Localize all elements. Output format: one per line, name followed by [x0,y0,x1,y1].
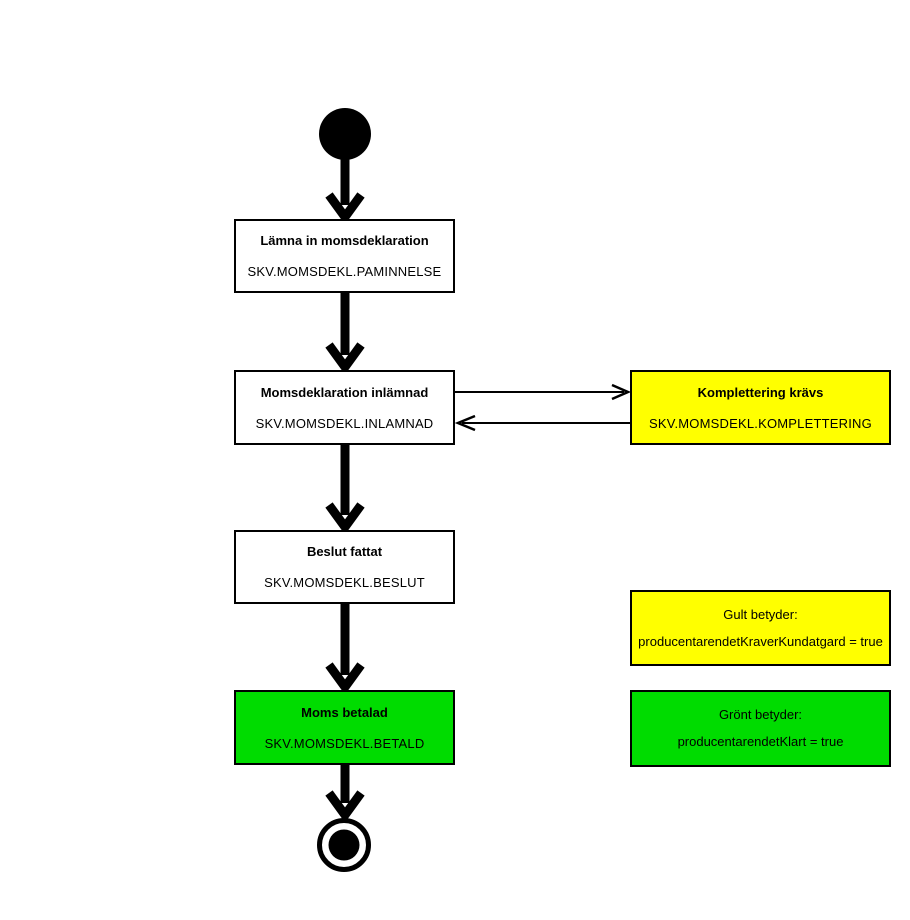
arrow-down-lamna-to-inlamnad [325,293,365,375]
legend-text: producentarendetKlart = true [677,734,844,749]
legend-heading: Gult betyder: [723,606,798,622]
legend-yellow: Gult betyder: producentarendetKraverKund… [630,590,891,666]
arrow-right-inlamnad-to-komplettering [455,383,632,401]
final-state-icon [317,818,371,872]
state-code: SKV.MOMSDEKL.PAMINNELSE [247,264,442,279]
arrow-down-betalad-to-final [325,765,365,823]
arrow-down-inlamnad-to-beslut [325,445,365,535]
state-code: SKV.MOMSDEKL.BESLUT [264,575,425,590]
state-title: Komplettering krävs [697,384,824,400]
state-node-moms-betalad: Moms betalad SKV.MOMSDEKL.BETALD [234,690,455,765]
state-code: SKV.MOMSDEKL.INLAMNAD [255,415,434,431]
legend-heading: Grönt betyder: [718,707,803,722]
state-node-lamna-in-momsdeklaration: Lämna in momsdeklaration SKV.MOMSDEKL.PA… [234,219,455,293]
arrow-down-beslut-to-betalad [325,604,365,695]
state-title: Lämna in momsdeklaration [260,233,429,248]
arrow-down-initial-to-lamna [325,158,365,225]
arrow-left-komplettering-to-inlamnad [454,414,630,432]
initial-state-icon [319,108,371,160]
state-title: Moms betalad [301,704,388,720]
state-node-komplettering-kravs: Komplettering krävs SKV.MOMSDEKL.KOMPLET… [630,370,891,445]
legend-text: producentarendetKraverKundatgard = true [638,633,883,649]
state-node-beslut-fattat: Beslut fattat SKV.MOMSDEKL.BESLUT [234,530,455,604]
state-title: Beslut fattat [306,544,383,559]
legend-green: Grönt betyder: producentarendetKlart = t… [630,690,891,767]
state-code: SKV.MOMSDEKL.KOMPLETTERING [649,415,872,431]
state-node-momsdeklaration-inlamnad: Momsdeklaration inlämnad SKV.MOMSDEKL.IN… [234,370,455,445]
state-code: SKV.MOMSDEKL.BETALD [264,735,425,751]
state-title: Momsdeklaration inlämnad [260,384,429,400]
